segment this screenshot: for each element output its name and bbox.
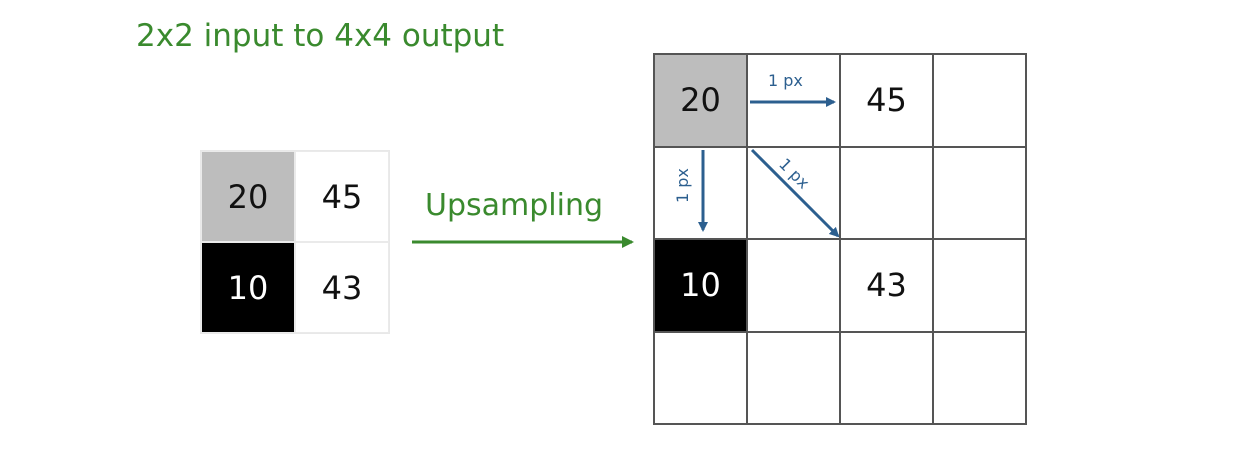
right-offset-label: 1 px: [768, 71, 803, 90]
output-cell-r0c1: [747, 54, 840, 147]
output-cell-r1c1: [747, 146, 840, 239]
output-cell-r0c2: 45: [840, 54, 933, 147]
input-cell-r1c1: 43: [295, 242, 389, 333]
input-cell-r1c0: 10: [201, 242, 295, 333]
output-cell-r1c2: [840, 146, 933, 239]
output-cell-r0c0: 20: [654, 54, 747, 147]
output-cell-r1c3: [933, 146, 1026, 239]
output-grid-4x4: 20 45 10 43: [653, 53, 1027, 425]
output-cell-r3c2: [840, 331, 933, 424]
input-cell-r0c1: 45: [295, 151, 389, 242]
upsampling-label: Upsampling: [425, 188, 604, 223]
down-offset-label: 1 px: [673, 168, 692, 203]
output-cell-r2c3: [933, 239, 1026, 332]
diagram-title: 2x2 input to 4x4 output: [136, 18, 505, 54]
output-cell-r2c1: [747, 239, 840, 332]
output-cell-r3c0: [654, 331, 747, 424]
input-grid-2x2: 20 45 10 43: [200, 150, 390, 334]
output-cell-r2c0: 10: [654, 239, 747, 332]
output-cell-r3c1: [747, 331, 840, 424]
diagonal-offset-arrow: [750, 148, 840, 238]
output-cell-r3c3: [933, 331, 1026, 424]
output-cell-r2c2: 43: [840, 239, 933, 332]
output-cell-r1c0: [654, 146, 747, 239]
input-cell-r0c0: 20: [201, 151, 295, 242]
output-cell-r0c3: [933, 54, 1026, 147]
diagonal-offset-label: 1 px: [775, 154, 813, 192]
